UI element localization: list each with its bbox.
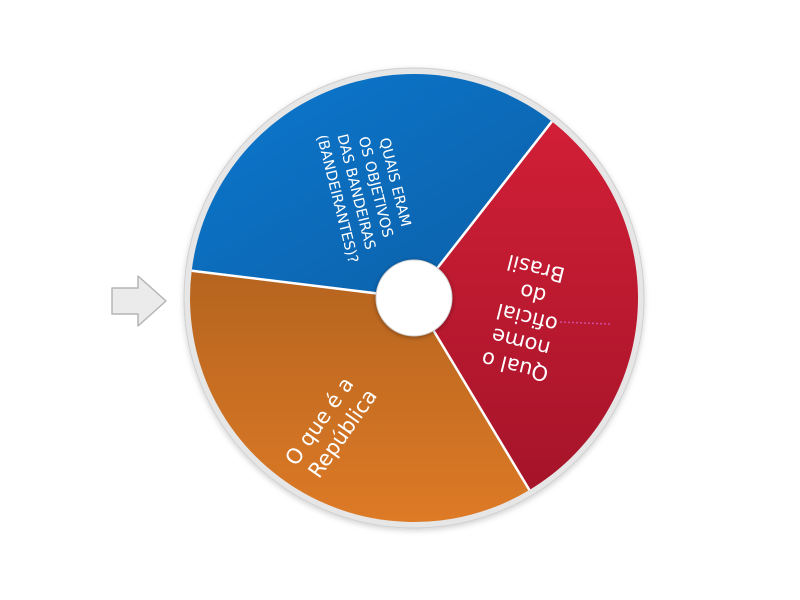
wheel-segment-red — [414, 121, 638, 490]
wheel-hub[interactable] — [375, 259, 453, 337]
wheel-segment-blue — [191, 74, 552, 298]
wheel-segment-orange — [190, 270, 530, 522]
decorative-mark — [559, 321, 611, 325]
arrow-right-icon — [111, 275, 167, 327]
segment-label-red: Qual o nome oficial do Brasil — [473, 248, 576, 386]
